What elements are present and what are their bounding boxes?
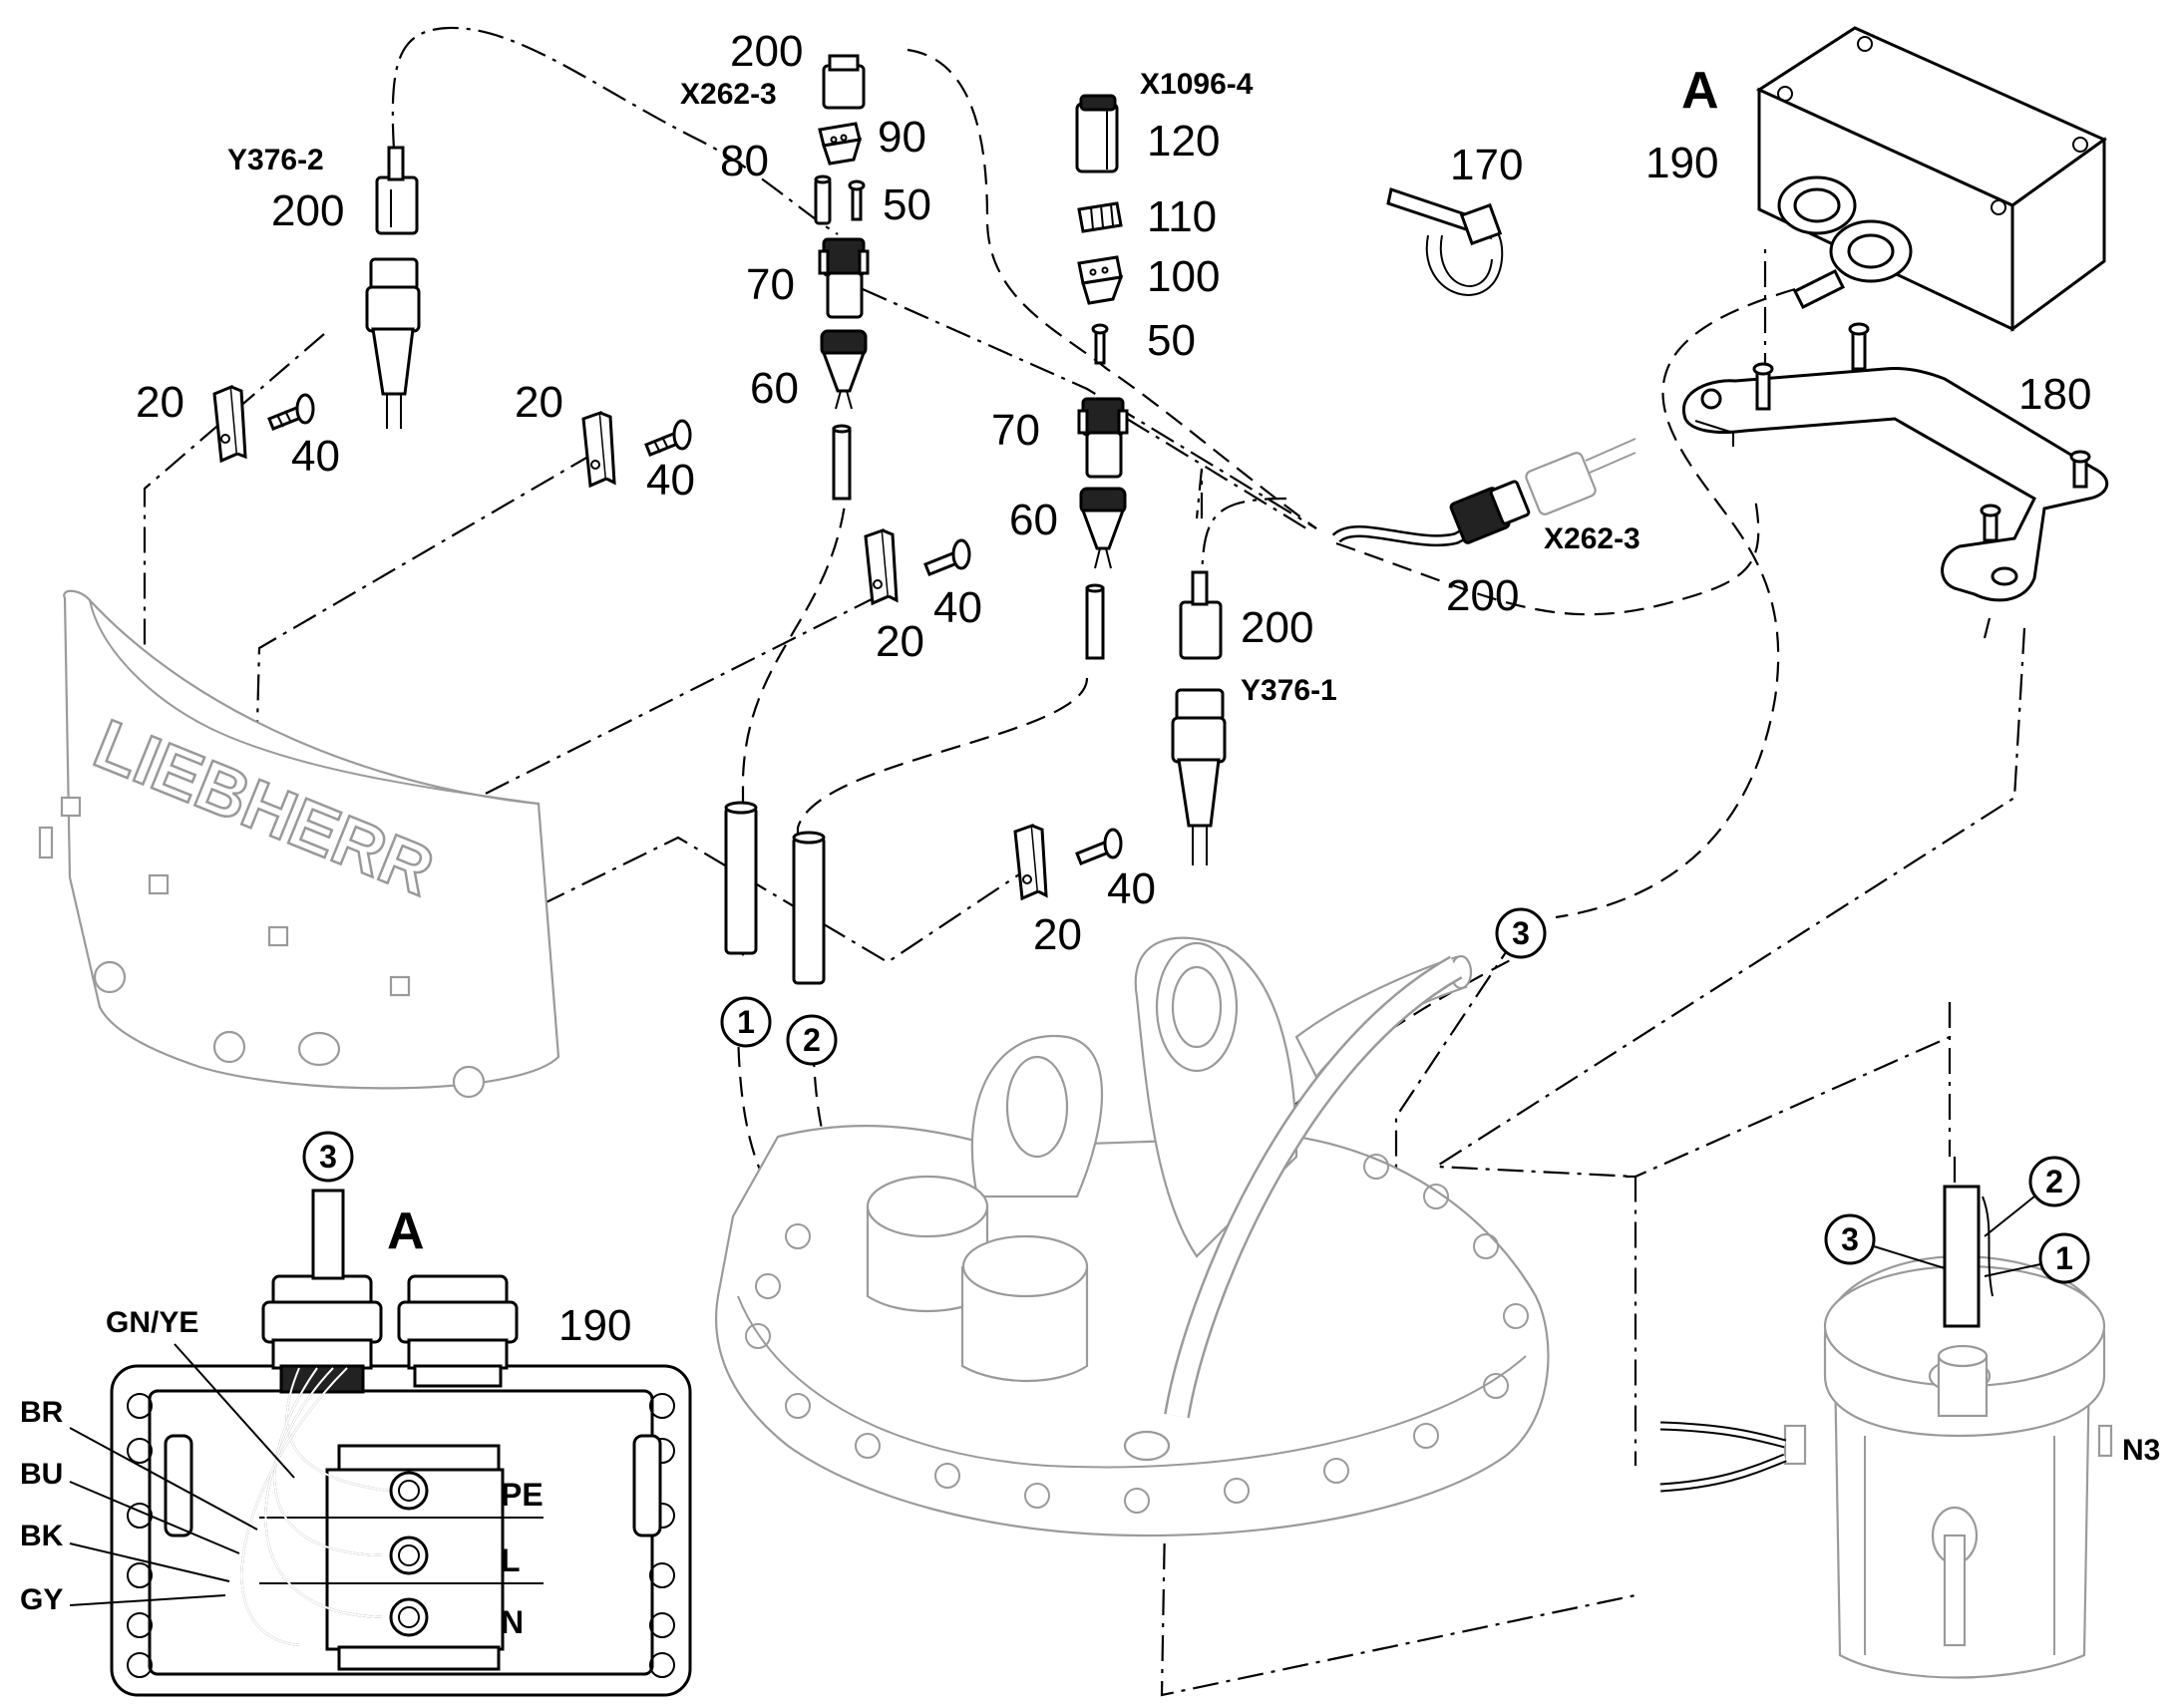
connector-70-b [1077,397,1129,479]
callout-3-box: 3 [302,1131,354,1183]
label-50: 50 [1147,316,1196,365]
wire-label-gy: GY [20,1583,63,1616]
bracket-20-a [212,384,247,464]
cable-3-to-hub [1164,955,1463,1419]
connector-housing-120 [1075,94,1119,173]
label-x262-3: X262-3 [1544,522,1640,555]
svg-text:3: 3 [1841,1221,1859,1257]
protective-tube-1 [724,801,758,955]
label-n3: N3 [2122,1434,2160,1467]
label-50: 50 [883,180,931,229]
svg-text:1: 1 [2055,1240,2073,1276]
callout-3-motor: 3 [1824,1213,1946,1269]
label-120: 120 [1147,117,1220,166]
solenoid-plug-y376-2 [375,146,419,235]
svg-text:1: 1 [737,1004,755,1040]
solenoid-connector-middle [1171,688,1227,865]
label-40: 40 [291,432,340,481]
label-60: 60 [750,364,799,413]
wire-tube-a [832,424,852,501]
label-200: 200 [271,186,344,235]
label-80: 80 [720,137,769,185]
cable-200-right [1331,480,1531,547]
label-190: 190 [1645,139,1718,187]
label-x1096-4: X1096-4 [1140,68,1254,101]
label-60: 60 [1009,496,1058,544]
label-70: 70 [746,260,795,309]
cover-panel: LIEBHERR [38,589,560,1099]
label-180: 180 [2018,370,2091,419]
label-190: 190 [558,1301,631,1350]
wire-label-bu: BU [20,1458,63,1491]
wire-tube-b [1085,583,1105,660]
cable-tie-170 [1386,187,1504,296]
cable-200-top [822,12,908,110]
pin-50-a [848,179,866,221]
wire-label-gnye: GN/YE [106,1306,198,1339]
contact-80 [814,174,832,225]
bracket-20-d [1013,823,1048,901]
screw-40-b [644,419,692,457]
callout-1: 1 [720,996,772,1048]
svg-text:3: 3 [1512,915,1530,951]
label-y376-1: Y376-1 [1241,674,1337,707]
bracket-20-c [864,527,899,606]
callout-2-motor: 2 [1984,1156,2080,1237]
seal-90 [818,122,863,166]
solenoid-connector-left [365,257,421,429]
svg-text:3: 3 [319,1139,337,1175]
seal-100 [1077,255,1124,305]
callout-1-motor: 1 [1984,1232,2090,1284]
terminal-labels: PE L N [501,1477,544,1640]
label-a: A [1681,62,1719,120]
label-a: A [387,1202,425,1260]
label-70: 70 [991,406,1040,455]
label-100: 100 [1147,252,1220,301]
label-40: 40 [933,583,982,632]
label-40: 40 [646,456,695,505]
label-110: 110 [1147,192,1217,241]
label-40: 40 [1107,864,1156,913]
swing-gearbox-housing [715,936,1550,1537]
junction-box-190 [1755,26,2107,332]
connector-x262-3-right [1525,438,1636,515]
terminal-label-l: L [501,1542,521,1578]
label-200: 200 [1241,603,1313,652]
label-170: 170 [1450,141,1523,189]
wire-color-labels: GN/YE BR BU BK GY [20,1306,198,1616]
seal-110 [1077,201,1123,233]
svg-text:2: 2 [803,1022,821,1058]
terminal-box-detail [69,1189,692,1697]
label-20: 20 [136,378,184,427]
screw-40-d [1075,828,1123,865]
connector-70-a [818,237,870,319]
solenoid-plug-y376-1 [1179,570,1223,660]
bracket-20-b [581,410,616,489]
label-200: 200 [730,27,803,76]
wire-label-br: BR [20,1396,64,1429]
callout-2: 2 [786,1014,838,1066]
svg-text:2: 2 [2045,1164,2063,1199]
terminal-label-pe: PE [501,1477,544,1513]
part-labels: 200 X262-3 90 80 50 70 60 Y376-2 200 20 … [136,27,2160,1467]
label-20: 20 [1033,910,1082,959]
label-20: 20 [876,617,924,666]
callout-3-top: 3 [1495,907,1547,959]
pin-50-b [1091,323,1109,365]
boot-60-b [1079,487,1127,569]
wire-label-bk: BK [20,1520,64,1552]
label-x262-3: X262-3 [680,78,777,111]
screw-40-c [923,538,971,576]
label-200: 200 [1446,571,1519,620]
protective-tube-2 [792,831,826,985]
label-90: 90 [878,113,926,162]
label-y376-2: Y376-2 [227,144,324,176]
motor-cables [1659,1185,1994,1493]
mounting-bracket-180 [1681,322,2108,602]
terminal-label-n: N [501,1604,524,1640]
boot-60-a [820,329,868,410]
screw-40-a [267,393,315,431]
label-20: 20 [515,378,563,427]
